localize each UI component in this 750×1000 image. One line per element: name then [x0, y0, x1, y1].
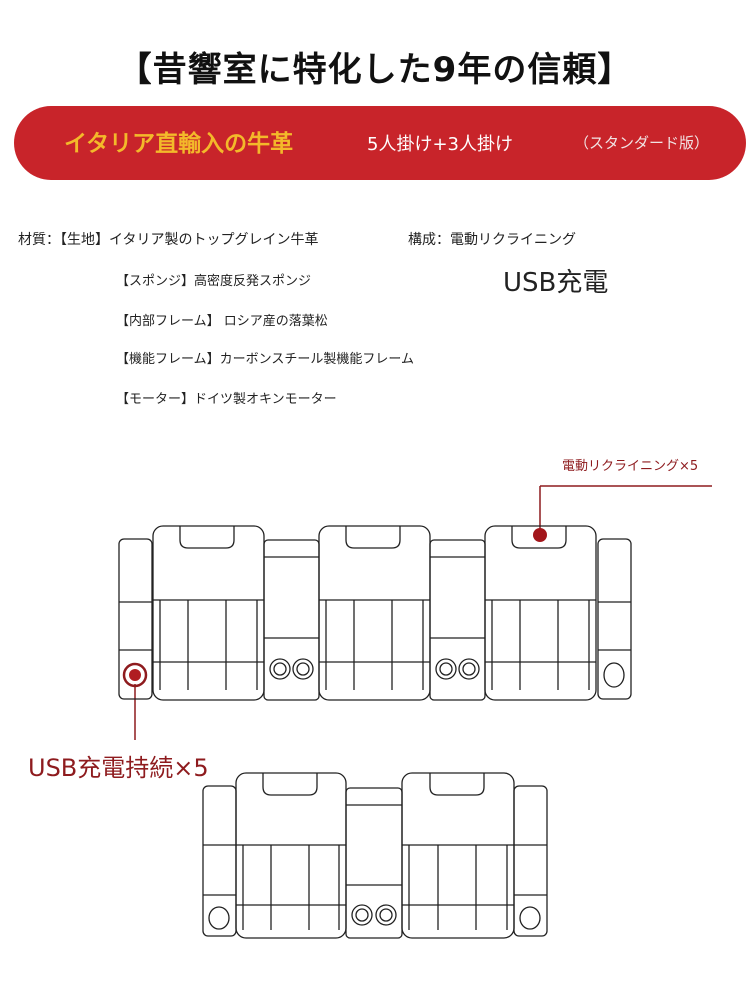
spec-motor: 【モーター】ドイツ製オキンモーター — [116, 392, 337, 407]
banner-version-text: （スタンダード版） — [574, 134, 710, 152]
spec-inner-frame: 【内部フレーム】 ロシア産の落葉松 — [116, 314, 328, 329]
annotation-recline: 電動リクライニング×5 — [562, 459, 699, 474]
recline-leader-line — [539, 485, 712, 532]
spec-sponge: 【スポンジ】高密度反発スポンジ — [116, 274, 312, 289]
spec-function-frame: 【機能フレーム】カーボンスチール製機能フレーム — [116, 352, 414, 367]
page-title: 【昔響室に特化した9年の信頼】 — [117, 50, 633, 90]
banner-seats-text: 5人掛け+3人掛け — [367, 134, 513, 155]
spec-material: 材質：【生地】イタリア製のトップグレイン牛革 — [18, 232, 319, 248]
sofa-five-seater — [118, 525, 632, 701]
recline-marker-dot — [533, 528, 547, 542]
sofa-three-seater — [202, 772, 548, 939]
annotation-usb-charge: USB充電持続×5 — [28, 754, 209, 782]
usb-port-highlight — [122, 662, 148, 688]
banner-main-text: イタリア直輸入の牛革 — [64, 131, 294, 157]
red-banner: イタリア直輸入の牛革 5人掛け+3人掛け （スタンダード版） — [14, 106, 746, 180]
spec-usb: USB充電 — [503, 268, 609, 298]
spec-structure: 構成：電動リクライニング — [408, 232, 576, 248]
